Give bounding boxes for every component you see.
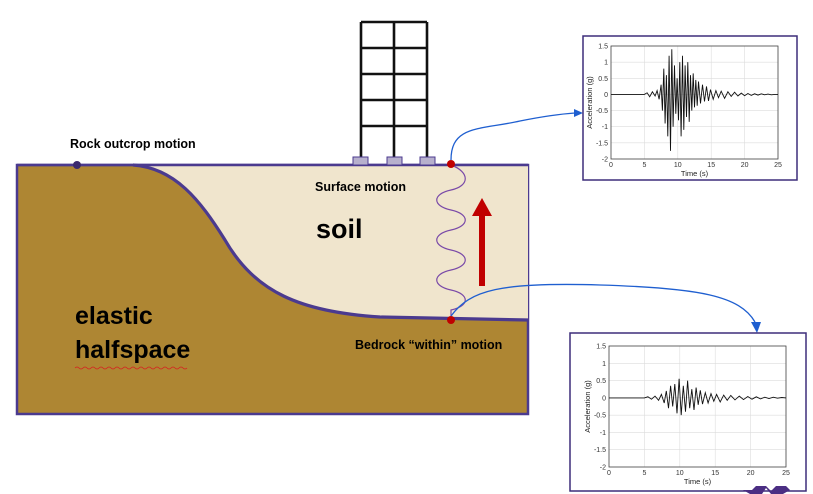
x-tick-label: 25 <box>774 162 782 169</box>
y-tick-label: 1.5 <box>598 44 608 51</box>
y-tick-label: 1.5 <box>596 344 606 351</box>
y-tick-label: -0.5 <box>596 108 608 115</box>
x-tick-label: 15 <box>707 162 715 169</box>
y-tick-label: 0 <box>604 92 608 99</box>
university-logo-fragment <box>743 486 790 494</box>
surface-motion-point <box>447 160 455 168</box>
y-tick-label: 1 <box>602 361 606 368</box>
y-tick-label: 0.5 <box>598 76 608 83</box>
bedrock-to-chart-arrow <box>450 283 756 323</box>
soil-label: soil <box>316 214 363 244</box>
surface-chart-frame <box>582 35 798 181</box>
y-tick-label: -1.5 <box>596 140 608 147</box>
bedrock-within-label: Bedrock “within” motion <box>355 338 502 352</box>
surface-arrow-head <box>574 109 583 117</box>
shear-wave-spring <box>436 164 466 320</box>
x-tick-label: 10 <box>676 470 684 477</box>
surface-to-chart-arrow <box>450 112 576 161</box>
y-tick-label: -1.5 <box>594 447 606 454</box>
plot-area-border <box>610 45 779 160</box>
y-axis-label: Acceleration (g) <box>583 380 592 433</box>
y-tick-label: 0.5 <box>596 378 606 385</box>
x-tick-label: 10 <box>674 162 682 169</box>
surface-motion-label: Surface motion <box>315 180 406 194</box>
y-tick-label: -2 <box>600 465 606 472</box>
x-tick-label: 5 <box>642 470 646 477</box>
bedrock-motion-point <box>447 316 455 324</box>
y-tick-label: -1 <box>602 124 608 131</box>
y-axis-label: Acceleration (g) <box>585 76 594 129</box>
x-tick-label: 20 <box>747 470 755 477</box>
soil-rock-interface <box>132 163 529 322</box>
elastic-label: elastic <box>75 302 153 330</box>
x-tick-label: 5 <box>642 162 646 169</box>
x-tick-label: 0 <box>609 162 613 169</box>
bedrock-arrow-head <box>751 322 761 333</box>
spellcheck-squiggle <box>74 366 188 370</box>
acceleration-series-line <box>611 49 778 151</box>
x-tick-label: 0 <box>607 470 611 477</box>
acceleration-series-line <box>609 378 787 416</box>
building-frame <box>359 20 429 157</box>
x-tick-label: 15 <box>711 470 719 477</box>
y-tick-label: -0.5 <box>594 413 606 420</box>
y-tick-label: 0 <box>602 395 606 402</box>
halfspace-label: halfspace <box>75 336 190 364</box>
building-footings <box>352 156 436 166</box>
soil-layer <box>133 165 528 320</box>
rock-outcrop-label: Rock outcrop motion <box>70 137 196 151</box>
x-axis-label: Time (s) <box>681 169 709 178</box>
y-tick-label: -1 <box>600 430 606 437</box>
x-tick-label: 25 <box>782 470 790 477</box>
rock-outcrop-point <box>73 161 81 169</box>
x-axis-label: Time (s) <box>684 477 712 486</box>
upward-arrow-head <box>472 198 492 216</box>
plot-area-border <box>608 345 787 468</box>
x-tick-label: 20 <box>741 162 749 169</box>
y-tick-label: 1 <box>604 60 608 67</box>
y-tick-label: -2 <box>602 157 608 164</box>
